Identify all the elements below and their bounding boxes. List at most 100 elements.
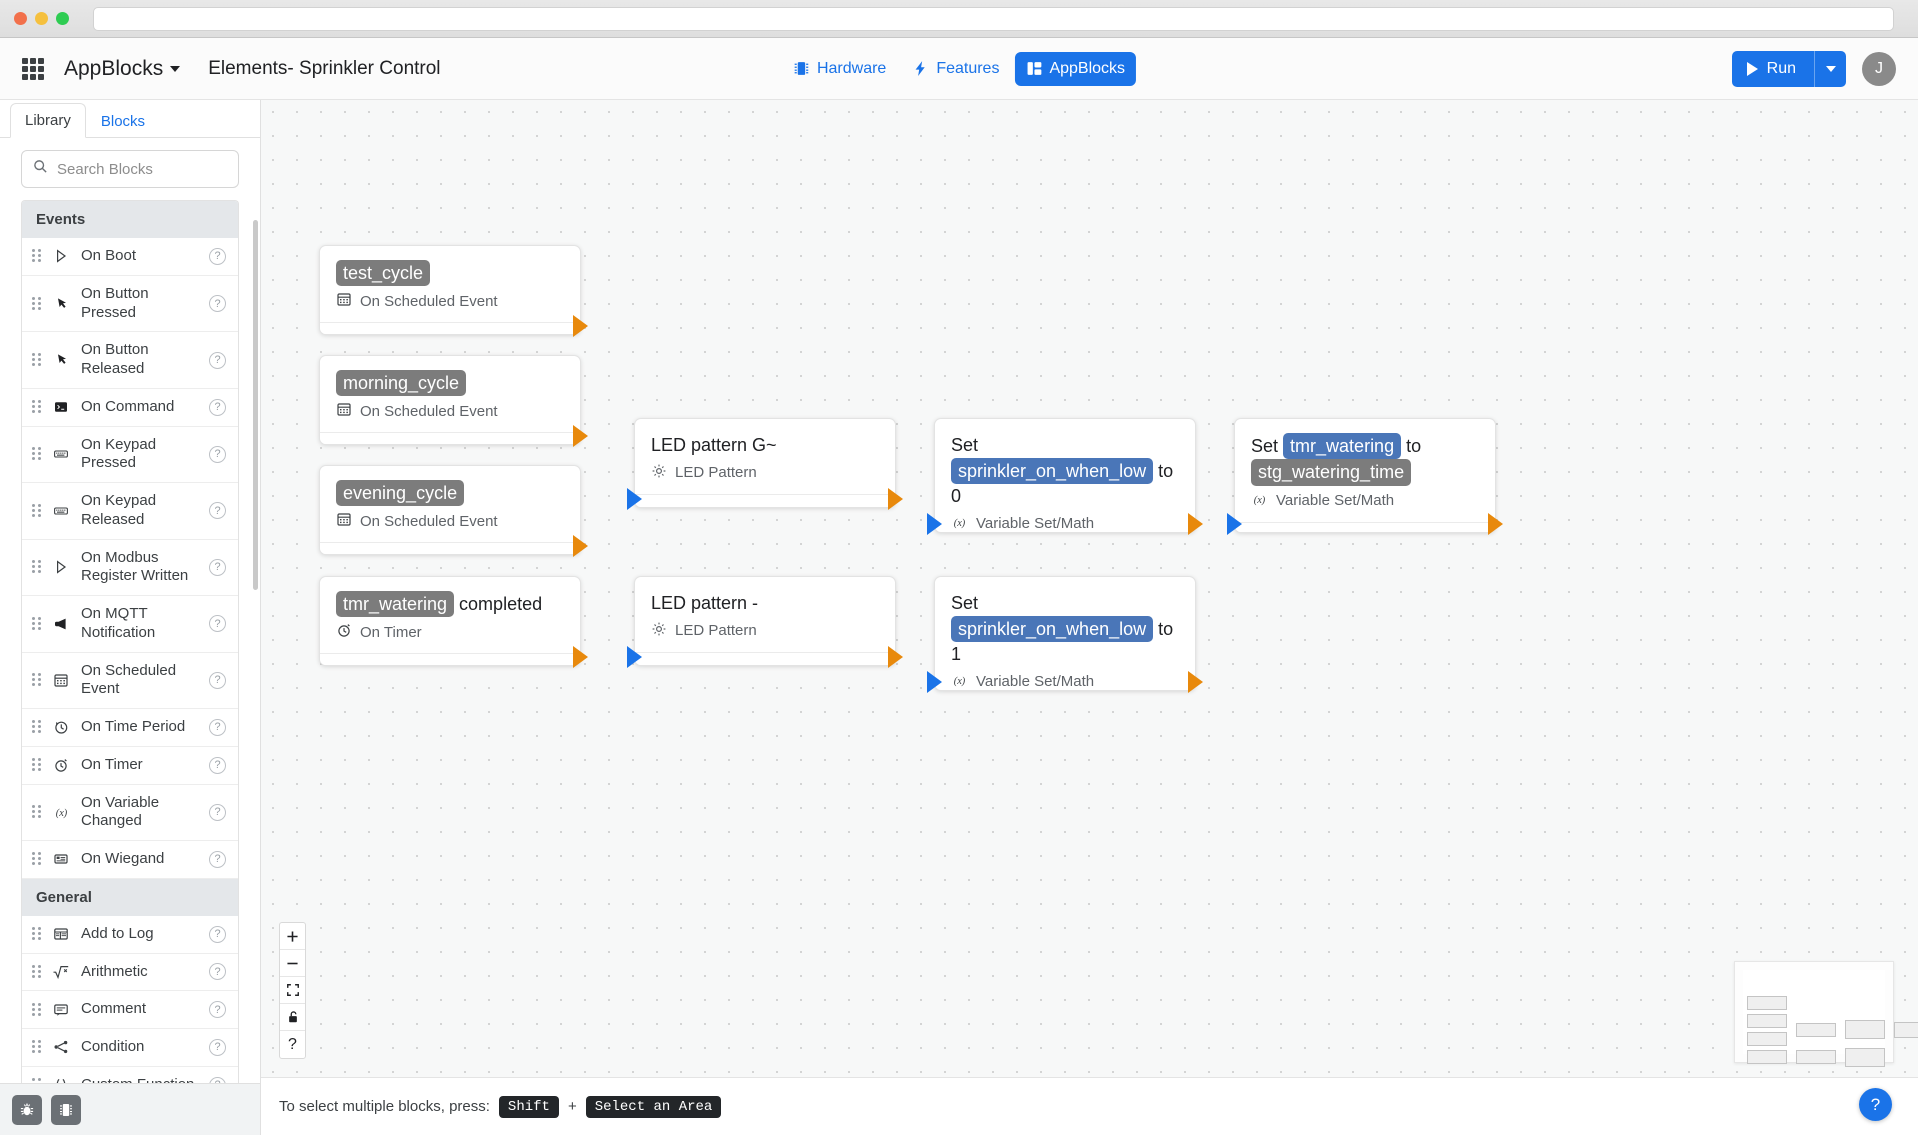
search-input[interactable]: [57, 160, 227, 178]
close-window-button[interactable]: [14, 12, 27, 25]
node-output-port[interactable]: [888, 646, 903, 668]
flow-node[interactable]: LED pattern G~LED Pattern: [634, 418, 896, 508]
nav-tab-hardware[interactable]: Hardware: [782, 52, 897, 86]
run-button[interactable]: Run: [1731, 50, 1814, 87]
nav-tab-features[interactable]: Features: [901, 52, 1010, 86]
node-output-port[interactable]: [1188, 513, 1203, 535]
sidebar-scrollbar[interactable]: [253, 220, 258, 590]
question-circle-icon[interactable]: ?: [209, 1038, 226, 1056]
question-circle-icon[interactable]: ?: [209, 247, 226, 265]
block-item-on-boot[interactable]: On Boot?: [22, 238, 238, 276]
grid-apps-icon[interactable]: [22, 57, 44, 80]
drag-handle-icon[interactable]: [32, 447, 41, 461]
node-output-port[interactable]: [573, 315, 588, 337]
nav-tab-appblocks[interactable]: AppBlocks: [1014, 51, 1137, 86]
fit-screen-icon[interactable]: [280, 977, 305, 1004]
drag-handle-icon[interactable]: [32, 560, 41, 574]
question-circle-icon[interactable]: ?: [209, 351, 226, 369]
search-box[interactable]: [21, 150, 239, 188]
node-output-port[interactable]: [573, 646, 588, 668]
node-output-port[interactable]: [1488, 513, 1503, 535]
block-item-arithmetic[interactable]: Arithmetic?: [22, 954, 238, 992]
block-item-on-timer[interactable]: On Timer?: [22, 747, 238, 785]
drag-handle-icon[interactable]: [32, 852, 41, 866]
block-item-on-button-pressed[interactable]: On Button Pressed?: [22, 276, 238, 333]
block-item-on-variable-changed[interactable]: (x)On Variable Changed?: [22, 785, 238, 841]
question-circle-icon[interactable]: ?: [209, 445, 226, 463]
flow-node[interactable]: Set sprinkler_on_when_low to 1(x)Variabl…: [934, 576, 1196, 691]
node-output-port[interactable]: [888, 488, 903, 510]
address-bar[interactable]: [93, 6, 1894, 31]
drag-handle-icon[interactable]: [32, 758, 41, 772]
block-item-on-command[interactable]: On Command?: [22, 389, 238, 427]
event-pill[interactable]: evening_cycle: [336, 480, 465, 507]
question-circle-icon[interactable]: ?: [209, 1001, 226, 1019]
lock-open-icon[interactable]: [280, 1004, 305, 1031]
drag-handle-icon[interactable]: [32, 673, 41, 687]
block-item-condition[interactable]: Condition?: [22, 1029, 238, 1067]
drag-handle-icon[interactable]: [32, 503, 41, 518]
maximize-window-button[interactable]: [56, 12, 69, 25]
block-item-on-modbus-register-written[interactable]: On Modbus Register Written?: [22, 540, 238, 596]
event-pill[interactable]: test_cycle: [336, 260, 431, 287]
drag-handle-icon[interactable]: [32, 400, 41, 414]
block-item-on-keypad-pressed[interactable]: On Keypad Pressed?: [22, 427, 238, 483]
variable-pill[interactable]: sprinkler_on_when_low: [951, 615, 1154, 643]
node-input-port[interactable]: [627, 646, 642, 668]
drag-handle-icon[interactable]: [32, 1040, 41, 1054]
tab-library[interactable]: Library: [10, 103, 86, 138]
drag-handle-icon[interactable]: [32, 927, 41, 941]
question-circle-icon[interactable]: ?: [209, 803, 226, 821]
question-circle-icon[interactable]: ?: [209, 756, 226, 774]
run-dropdown-button[interactable]: [1814, 50, 1846, 87]
question-circle-icon[interactable]: ?: [209, 558, 226, 576]
question-circle-icon[interactable]: ?: [209, 925, 226, 943]
question-circle-icon[interactable]: ?: [209, 718, 226, 736]
block-item-on-time-period[interactable]: On Time Period?: [22, 709, 238, 747]
node-output-port[interactable]: [573, 535, 588, 557]
tab-blocks[interactable]: Blocks: [100, 113, 146, 130]
brand-menu[interactable]: AppBlocks: [64, 57, 181, 81]
drag-handle-icon[interactable]: [32, 616, 41, 631]
flow-node[interactable]: LED pattern -LED Pattern: [634, 576, 896, 666]
drag-handle-icon[interactable]: [32, 964, 41, 979]
debug-bug-icon[interactable]: [12, 1094, 42, 1125]
question-circle-icon[interactable]: ?: [209, 295, 226, 312]
block-item-on-button-released[interactable]: On Button Released?: [22, 332, 238, 389]
block-item-comment[interactable]: Comment?: [22, 991, 238, 1029]
question-circle-icon[interactable]: ?: [209, 502, 226, 520]
drag-handle-icon[interactable]: [32, 805, 41, 819]
flow-node[interactable]: Set sprinkler_on_when_low to 0(x)Variabl…: [934, 418, 1196, 533]
drag-handle-icon[interactable]: [32, 1002, 41, 1017]
zoom-in-button[interactable]: [280, 923, 305, 950]
question-circle-icon[interactable]: ?: [209, 398, 226, 416]
question-circle-icon[interactable]: ?: [209, 671, 226, 689]
drag-handle-icon[interactable]: [32, 249, 41, 263]
help-fab-button[interactable]: ?: [1859, 1088, 1892, 1121]
chip-icon[interactable]: [51, 1094, 81, 1125]
flow-node[interactable]: Set tmr_watering to stg_watering_time(x)…: [1234, 418, 1496, 533]
canvas-help-button[interactable]: ?: [288, 1035, 297, 1053]
block-item-on-scheduled-event[interactable]: On Scheduled Event?: [22, 653, 238, 709]
zoom-out-button[interactable]: [280, 950, 305, 977]
avatar[interactable]: J: [1862, 51, 1896, 86]
question-circle-icon[interactable]: ?: [209, 963, 226, 981]
variable-pill[interactable]: tmr_watering: [1283, 433, 1402, 460]
value-pill[interactable]: stg_watering_time: [1251, 459, 1412, 486]
minimap[interactable]: [1734, 961, 1918, 1067]
event-pill[interactable]: morning_cycle: [336, 370, 467, 397]
node-input-port[interactable]: [927, 513, 942, 535]
node-input-port[interactable]: [1227, 513, 1242, 535]
drag-handle-icon[interactable]: [32, 353, 41, 367]
question-circle-icon[interactable]: ?: [209, 850, 226, 868]
node-output-port[interactable]: [573, 425, 588, 447]
block-item-on-keypad-released[interactable]: On Keypad Released?: [22, 483, 238, 540]
question-circle-icon[interactable]: ?: [209, 615, 226, 633]
drag-handle-icon[interactable]: [32, 296, 41, 311]
